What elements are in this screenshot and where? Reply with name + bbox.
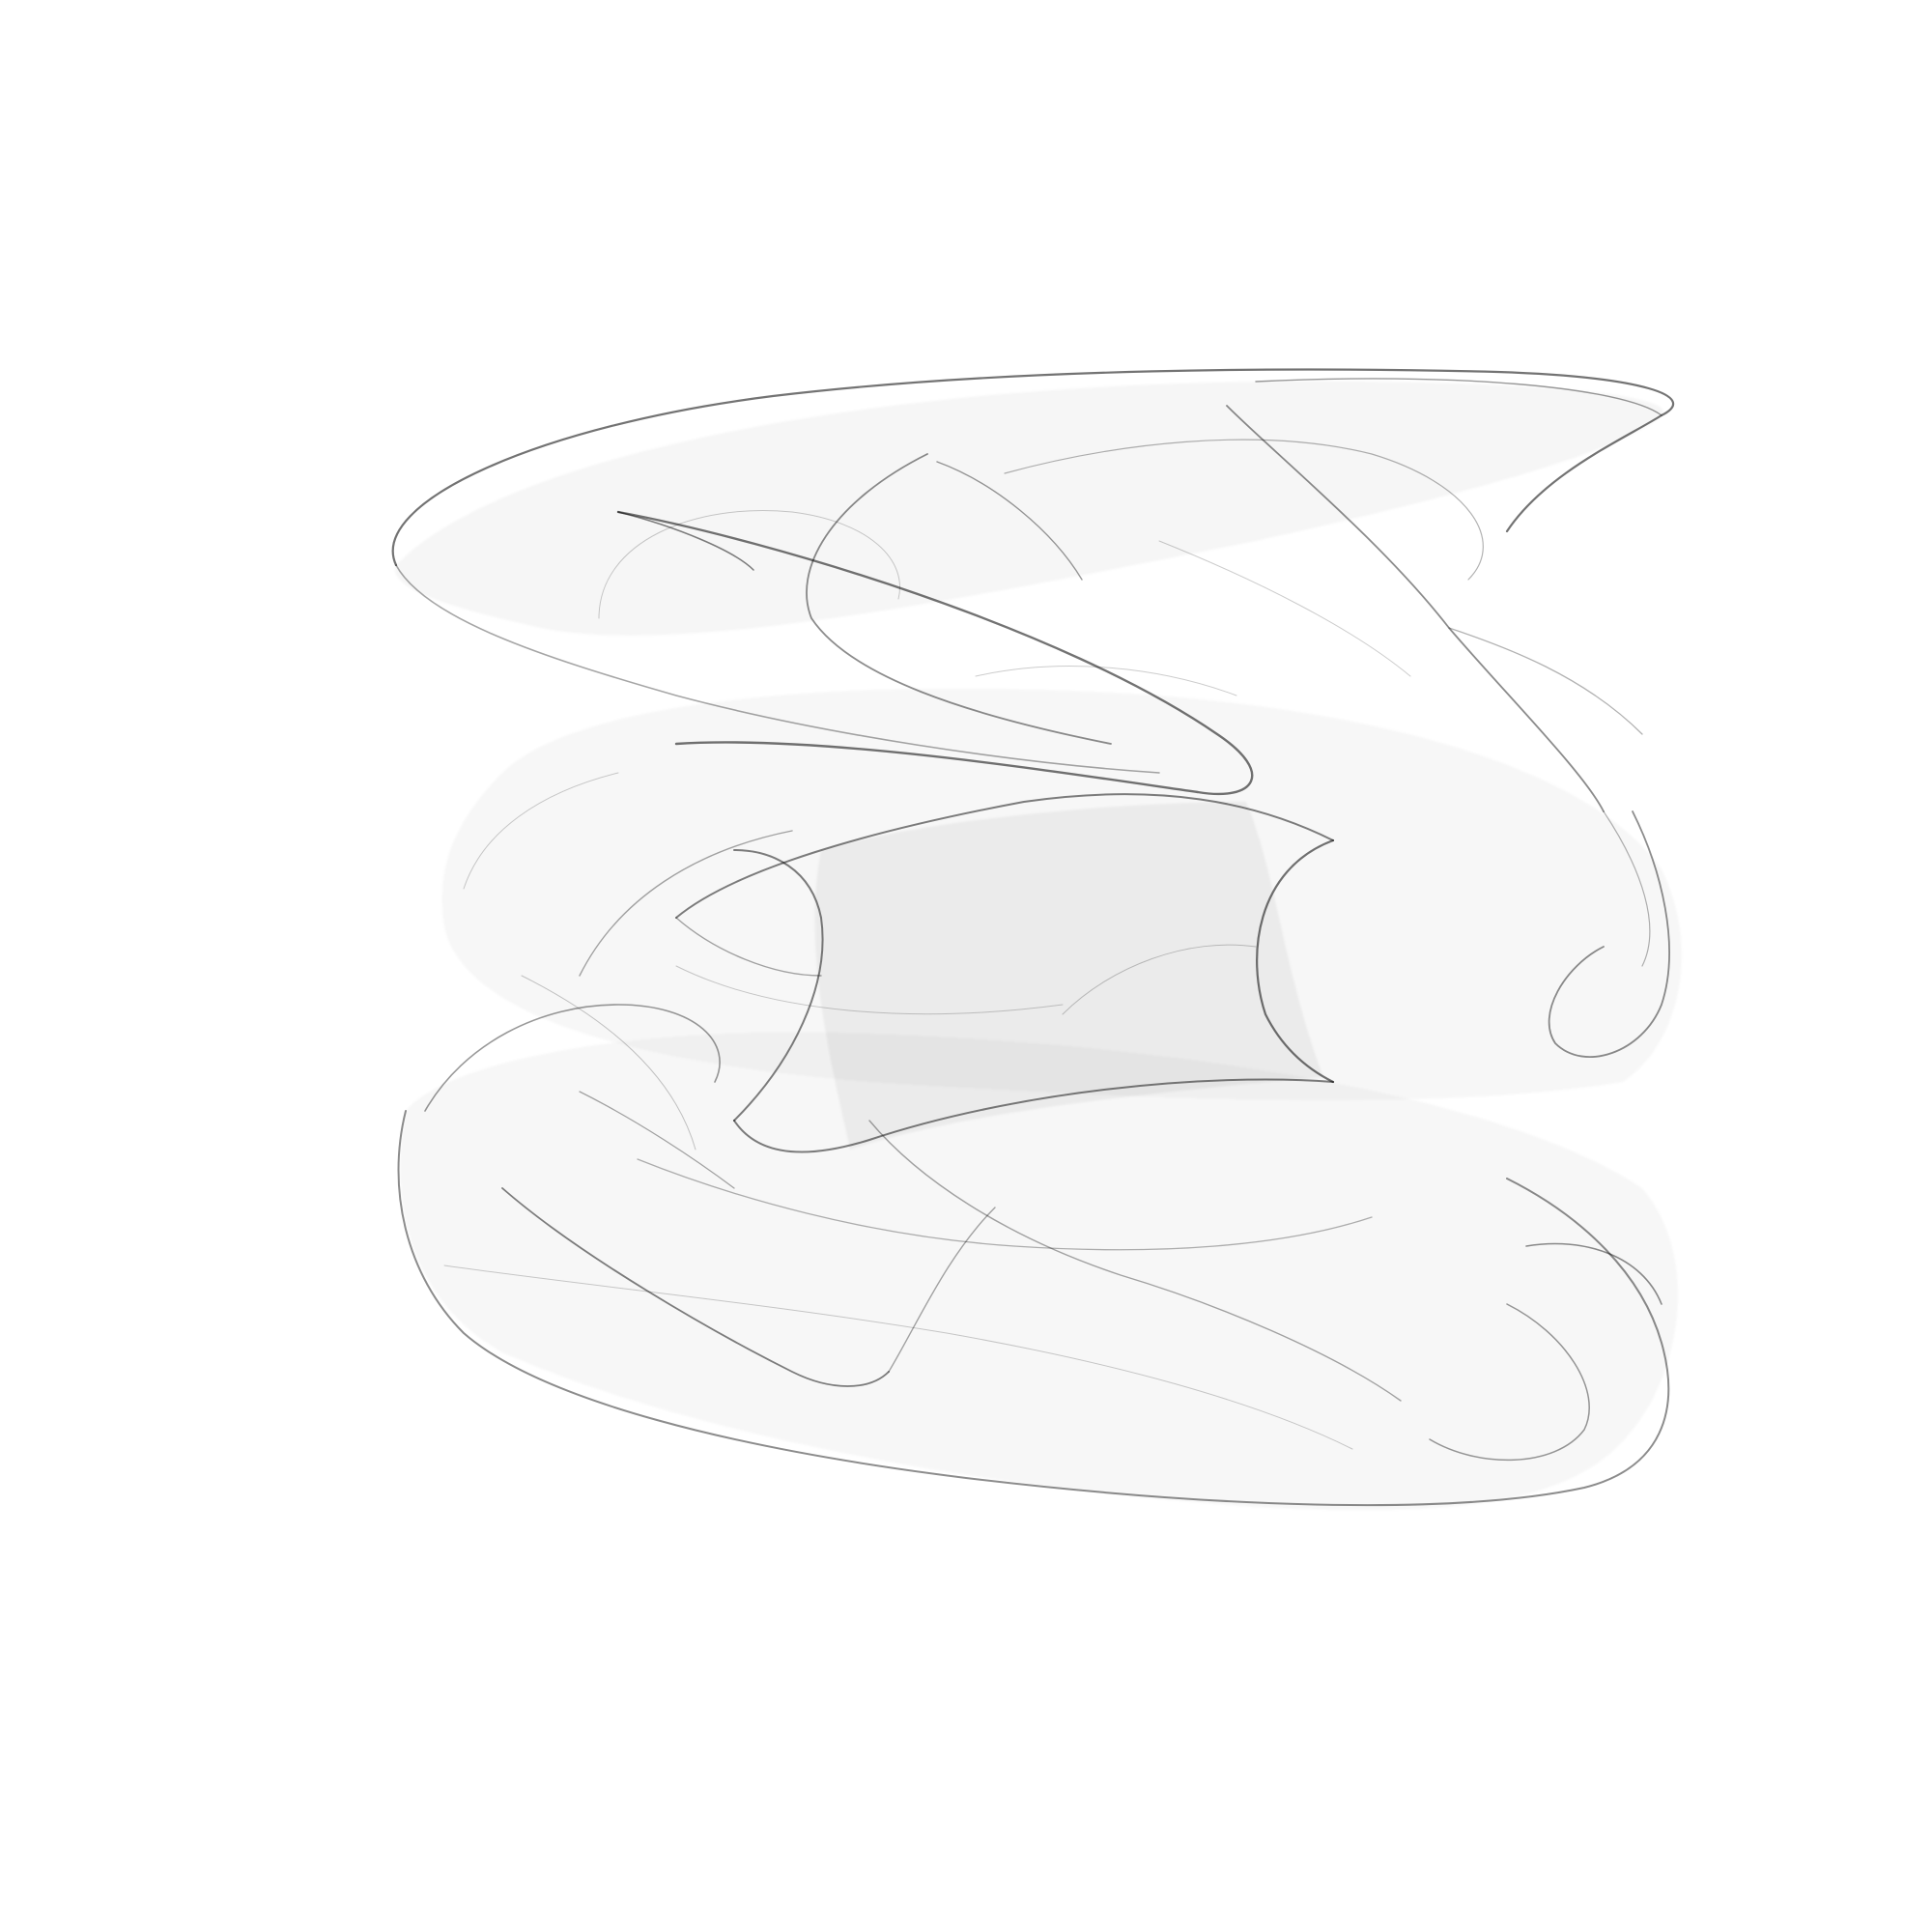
ribbon-curve-13: [733, 849, 824, 1122]
ribbon-curve-10: [675, 793, 1334, 919]
ribbon-curve-23: [1525, 1242, 1662, 1305]
ribbon-curve-5: [806, 453, 1112, 745]
ribbon-curve-3: [1255, 378, 1662, 416]
ribbon-curve-12: [733, 1078, 1334, 1153]
ribbon-curve-22: [637, 1158, 1373, 1251]
ribbon-curve-21: [397, 1110, 1670, 1507]
sheet-core: [814, 802, 1323, 1150]
ribbon-curve-14: [675, 917, 822, 977]
ribbon-curve-33: [675, 965, 1064, 1015]
ribbon-curve-9: [936, 461, 1083, 581]
ribbon-curve-15: [1548, 810, 1670, 1058]
ribbon-curve-16: [1603, 810, 1651, 967]
ribbon-curve-32: [443, 1264, 1353, 1450]
ribbon-curve-18: [579, 830, 793, 977]
attractor-curves: [391, 368, 1674, 1507]
translucent-sheets: [395, 382, 1663, 1150]
ribbon-curve-7: [1004, 439, 1484, 581]
ribbon-curve-24: [501, 1187, 890, 1387]
ribbon-curve-29: [975, 666, 1237, 696]
ribbon-curve-17: [1448, 627, 1643, 735]
ribbon-curve-27: [1429, 1303, 1590, 1462]
ribbon-curve-35: [521, 975, 696, 1151]
ribbon-curve-20: [579, 1091, 735, 1189]
ribbon-curve-30: [463, 772, 619, 890]
ribbon-curve-26: [868, 1120, 1402, 1402]
ribbon-curve-6: [1226, 405, 1605, 812]
ribbon-curve-28: [598, 510, 900, 619]
ribbon-curve-34: [1158, 540, 1411, 677]
ribbon-curve-31: [1062, 944, 1257, 1015]
sheet-top: [395, 382, 1663, 636]
ribbon-curve-1: [391, 368, 1674, 567]
ribbon-curve-2: [395, 564, 1160, 774]
ribbon-curve-25: [888, 1207, 996, 1373]
ribbon-curve-19: [424, 1004, 721, 1112]
ribbon-curve-4: [616, 510, 1254, 796]
ribbon-curve-11: [1256, 838, 1335, 1084]
ribbon-curve-8: [617, 511, 754, 571]
